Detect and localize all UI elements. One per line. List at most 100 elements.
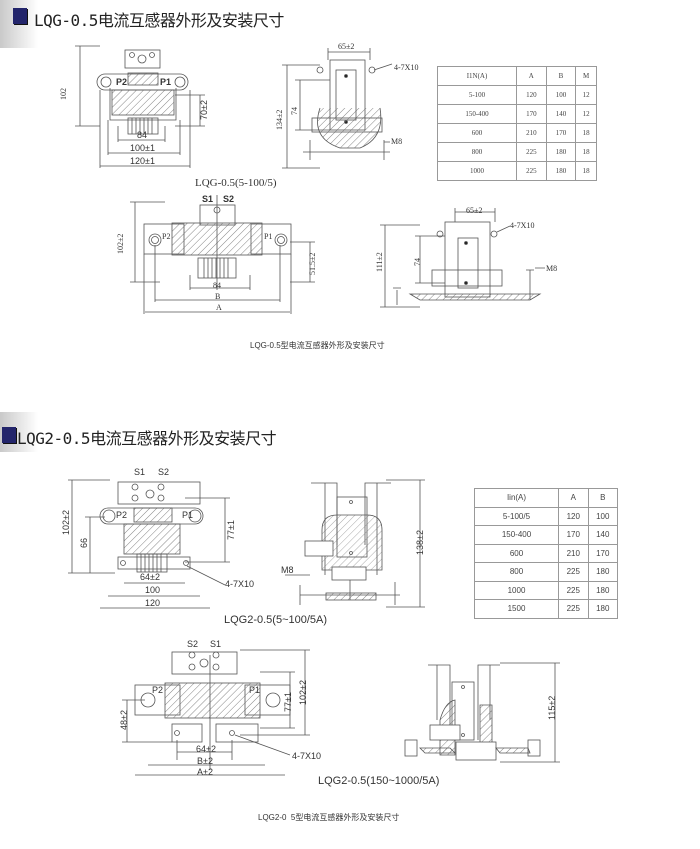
dim-label: 74 [413, 258, 422, 266]
cell: 5-100/5 [474, 506, 559, 526]
drawing-lqg2-front-small [68, 479, 230, 609]
dim-label: 4-7X10 [394, 63, 419, 72]
cell: 170 [558, 525, 589, 545]
cell: 225 [558, 580, 589, 600]
cell: 180 [545, 142, 577, 162]
dim-label: 77±1 [226, 520, 236, 540]
terminal-label: P1 [160, 77, 172, 87]
dim-label: 102±2 [61, 510, 71, 535]
cell: 120 [558, 506, 589, 526]
section-marker-icon [2, 427, 16, 443]
drawing-lqg-front-small [75, 45, 205, 168]
dim-label: M8 [281, 565, 294, 575]
drawing-lqg-side-small [282, 48, 393, 169]
cell: 225 [558, 562, 589, 582]
cell: 170 [545, 123, 577, 143]
terminal-label: P2 [116, 77, 128, 87]
section-title: LQG-0.5电流互感器外形及安装尺寸 [34, 11, 284, 30]
terminal-label: P1 [249, 685, 261, 695]
figure-caption: LQG2-0 5型电流互感器外形及安装尺寸 [258, 813, 400, 822]
terminal-label: P1 [182, 510, 194, 520]
dim-label: 100 [145, 585, 161, 595]
drawing-lqg2-side-large [404, 662, 560, 763]
dim-label: 120 [145, 598, 161, 608]
header-cell: I1N(A) [437, 66, 517, 86]
cell: 170 [587, 543, 618, 563]
dim-label: 74 [290, 107, 299, 115]
dim-label: 138±2 [415, 530, 425, 555]
cell: 150-400 [474, 525, 559, 545]
dim-label: 111±2 [375, 252, 384, 272]
cell: 1000 [474, 580, 559, 600]
cell: 210 [558, 543, 589, 563]
dim-label: 120±1 [130, 156, 155, 166]
dim-label: 65±2 [466, 206, 483, 215]
dim-label: 65±2 [338, 42, 355, 51]
drawing-caption: LQG2-0.5(150~1000/5A) [318, 775, 440, 787]
cell: 600 [437, 123, 517, 143]
cell: 170 [516, 104, 547, 124]
cell: 150-400 [437, 104, 517, 124]
drawing-caption: LQG-0.5(5-100/5) [195, 177, 277, 189]
dim-label: 48±2 [119, 710, 129, 730]
cell: 225 [516, 161, 547, 181]
dim-label: 134±2 [275, 109, 284, 130]
cell: 800 [474, 562, 559, 582]
cell: 140 [545, 104, 577, 124]
terminal-label: P2 [152, 685, 164, 695]
cell: 18 [575, 142, 597, 162]
cell: 5-100 [437, 85, 517, 105]
section-title: LQG2-0.5电流互感器外形及安装尺寸 [17, 429, 277, 448]
cell: 180 [587, 599, 618, 619]
dim-label: 64±2 [140, 572, 160, 582]
header-cell: M [575, 66, 597, 86]
cell: 18 [575, 123, 597, 143]
dim-label: A±2 [197, 767, 213, 777]
dim-label: 4-7X10 [292, 751, 322, 761]
cell: 1500 [474, 599, 559, 619]
header-cell: Iin(A) [474, 488, 559, 508]
dim-label: M8 [546, 264, 558, 273]
drawing-lqg-side-large [380, 208, 545, 308]
dim-label: 70±2 [199, 100, 209, 120]
terminal-label: S2 [158, 467, 170, 477]
cell: 600 [474, 543, 559, 563]
dim-label: 84 [213, 281, 221, 290]
drawing-lqg2-side-small [285, 479, 425, 608]
drawing-lqg-front-large [130, 195, 315, 314]
cell: 180 [587, 562, 618, 582]
cell: 120 [516, 85, 547, 105]
cell: 100 [545, 85, 577, 105]
cell: 1000 [437, 161, 517, 181]
dim-label: 102±2 [298, 680, 308, 705]
cell: 225 [516, 142, 547, 162]
terminal-label: S1 [202, 194, 214, 204]
cell: 225 [558, 599, 589, 619]
figure-caption: LQG-0.5型电流互感器外形及安装尺寸 [250, 341, 385, 350]
cell: 180 [587, 580, 618, 600]
dim-label: 102 [59, 88, 68, 100]
drawing-caption: LQG2-0.5(5~100/5A) [224, 614, 328, 626]
dim-label: 102±2 [116, 233, 125, 254]
terminal-label: P1 [264, 232, 273, 241]
cell: 12 [575, 104, 597, 124]
terminal-label: P2 [116, 510, 128, 520]
dim-label: B [215, 292, 221, 301]
terminal-label: P2 [162, 232, 171, 241]
dim-label: 66 [79, 537, 89, 548]
dim-label: A [216, 303, 222, 312]
dim-label: 64±2 [196, 744, 216, 754]
cell: 12 [575, 85, 597, 105]
